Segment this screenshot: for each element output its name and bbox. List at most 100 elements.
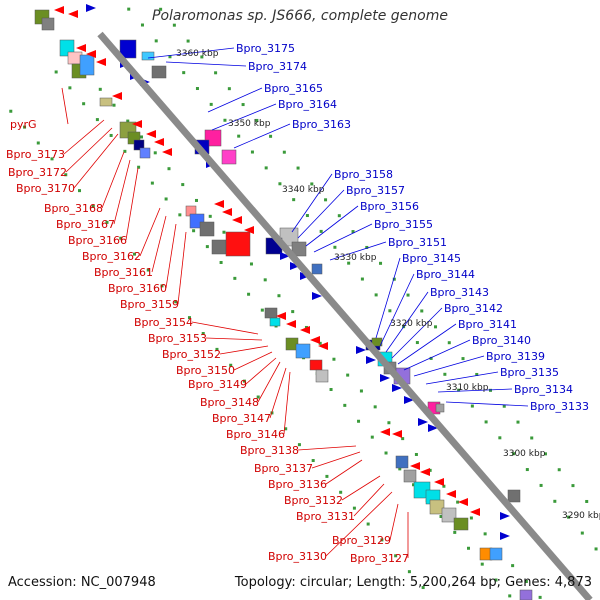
guide-dot [343, 403, 347, 407]
guide-dot [319, 229, 323, 233]
reverse-callout-line [341, 475, 381, 501]
forward-gene-arrow [356, 346, 366, 354]
guide-dot [291, 310, 295, 314]
guide-dot [249, 262, 253, 266]
gene-box [139, 147, 151, 159]
reverse-gene-arrow [410, 462, 420, 470]
guide-dot [205, 245, 209, 249]
scale-tick-label: 3300 kbp [503, 449, 546, 459]
guide-dot [237, 134, 241, 138]
guide-dot [227, 87, 231, 91]
gene-box [311, 263, 323, 275]
reverse-gene-arrow [96, 58, 106, 66]
reverse-callout-line [65, 127, 113, 173]
reverse-gene-label: pyrG [10, 118, 37, 131]
forward-callout-line [313, 223, 373, 253]
reverse-gene-label: Bpro_3162 [82, 250, 141, 263]
guide-dot [571, 484, 575, 488]
guide-dot [456, 500, 460, 504]
gene-box [403, 469, 417, 483]
guide-dot [359, 389, 363, 393]
guide-dot [429, 356, 433, 360]
guide-dot [365, 245, 369, 249]
guide-dot [373, 405, 377, 409]
guide-dot [406, 293, 410, 297]
guide-dot [182, 71, 186, 75]
forward-callout-line [375, 257, 401, 339]
guide-dot [434, 325, 438, 329]
guide-dot [360, 277, 364, 281]
reverse-callout-line [63, 119, 105, 155]
forward-gene-label: Bpro_3139 [486, 350, 545, 363]
forward-gene-arrow [418, 418, 428, 426]
guide-dot [241, 103, 245, 107]
guide-dot [186, 39, 190, 43]
forward-gene-label: Bpro_3133 [530, 400, 589, 413]
reverse-callout-line [125, 167, 139, 241]
reverse-gene-arrow [214, 200, 224, 208]
guide-dot [297, 443, 301, 447]
guide-dot [512, 452, 516, 456]
forward-gene-label: Bpro_3134 [514, 383, 573, 396]
reverse-gene-arrow [154, 138, 164, 146]
guide-dot [140, 135, 144, 139]
guide-dot [415, 341, 419, 345]
guide-dot [223, 118, 227, 122]
guide-dot [250, 150, 254, 154]
reverse-gene-label: Bpro_3132 [284, 494, 343, 507]
guide-dot [337, 214, 341, 218]
guide-dot [219, 260, 223, 264]
gene-box [519, 589, 533, 600]
reverse-gene-label: Bpro_3159 [120, 298, 179, 311]
forward-gene-label: Bpro_3145 [402, 252, 461, 265]
forward-callout-line [391, 307, 443, 359]
guide-dot [208, 214, 212, 218]
forward-callout-line [291, 173, 333, 233]
guide-dot [140, 23, 144, 27]
guide-dot [483, 532, 487, 536]
guide-dot [421, 586, 425, 590]
reverse-gene-label: Bpro_3146 [226, 428, 285, 441]
guide-dot [387, 421, 391, 425]
guide-dot [380, 538, 384, 542]
forward-callout-line [445, 401, 529, 407]
guide-dot [457, 388, 461, 392]
reverse-gene-arrow [318, 342, 328, 350]
reverse-gene-label: Bpro_3173 [6, 148, 65, 161]
gene-box [99, 97, 113, 107]
map-title: Polaromonas sp. JS666, complete genome [152, 8, 448, 24]
forward-gene-label: Bpro_3140 [472, 334, 531, 347]
reverse-callout-line [297, 445, 357, 451]
forward-callout-line [147, 47, 235, 59]
guide-dot [580, 531, 584, 535]
guide-dot [112, 103, 116, 107]
reverse-gene-label: Bpro_3168 [44, 202, 103, 215]
reverse-gene-label: Bpro_3167 [56, 218, 115, 231]
reverse-gene-label: Bpro_3136 [268, 478, 327, 491]
guide-dot [466, 546, 470, 550]
reverse-gene-label: Bpro_3137 [254, 462, 313, 475]
gene-box [429, 499, 445, 515]
guide-dot [168, 55, 172, 59]
reverse-gene-arrow [446, 490, 456, 498]
forward-gene-label: Bpro_3155 [374, 218, 433, 231]
guide-dot [339, 490, 343, 494]
forward-callout-line [165, 61, 247, 67]
guide-dot [567, 515, 571, 519]
guide-dot [461, 357, 465, 361]
forward-callout-line [385, 291, 429, 353]
forward-gene-arrow [86, 4, 96, 12]
reverse-gene-arrow [54, 6, 64, 14]
reverse-callout-line [233, 351, 273, 371]
guide-dot [23, 125, 27, 129]
reverse-gene-arrow [244, 226, 254, 234]
scale-tick-label: 3350 kbp [228, 119, 271, 129]
reverse-callout-line [219, 345, 269, 355]
guide-dot [277, 294, 281, 298]
guide-dot [370, 435, 374, 439]
guide-dot [557, 468, 561, 472]
guide-dot [284, 427, 288, 431]
forward-gene-label: Bpro_3156 [360, 200, 419, 213]
reverse-gene-arrow [68, 10, 78, 18]
